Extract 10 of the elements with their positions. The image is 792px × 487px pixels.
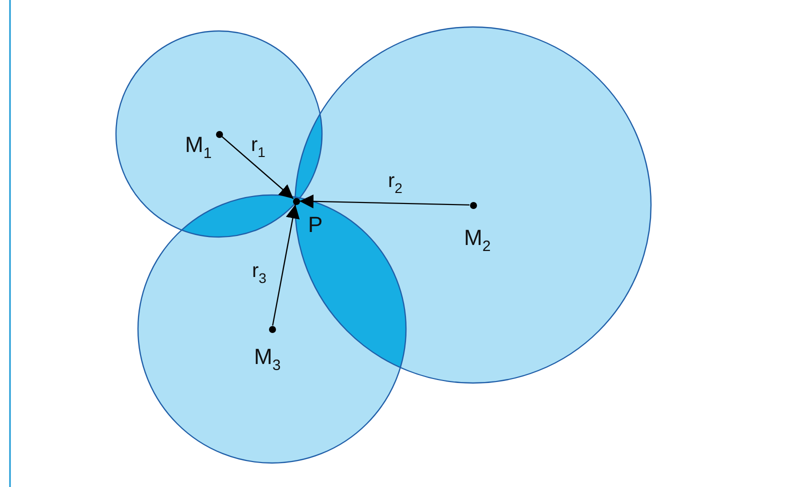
radius-arrow (299, 194, 470, 208)
point-label: M$_{3}$ (254, 345, 281, 369)
edge-label: r$_{2}$ (388, 170, 402, 192)
edge-label: r$_{1}$ (251, 134, 266, 156)
radius-arrow (221, 136, 294, 200)
point-label: M$_{2}$ (464, 226, 491, 250)
point-label: M$_{1}$ (185, 133, 212, 157)
point-label: P (308, 213, 323, 237)
edge-label: r$_{3}$ (252, 260, 266, 282)
radius-arrow (272, 204, 300, 326)
